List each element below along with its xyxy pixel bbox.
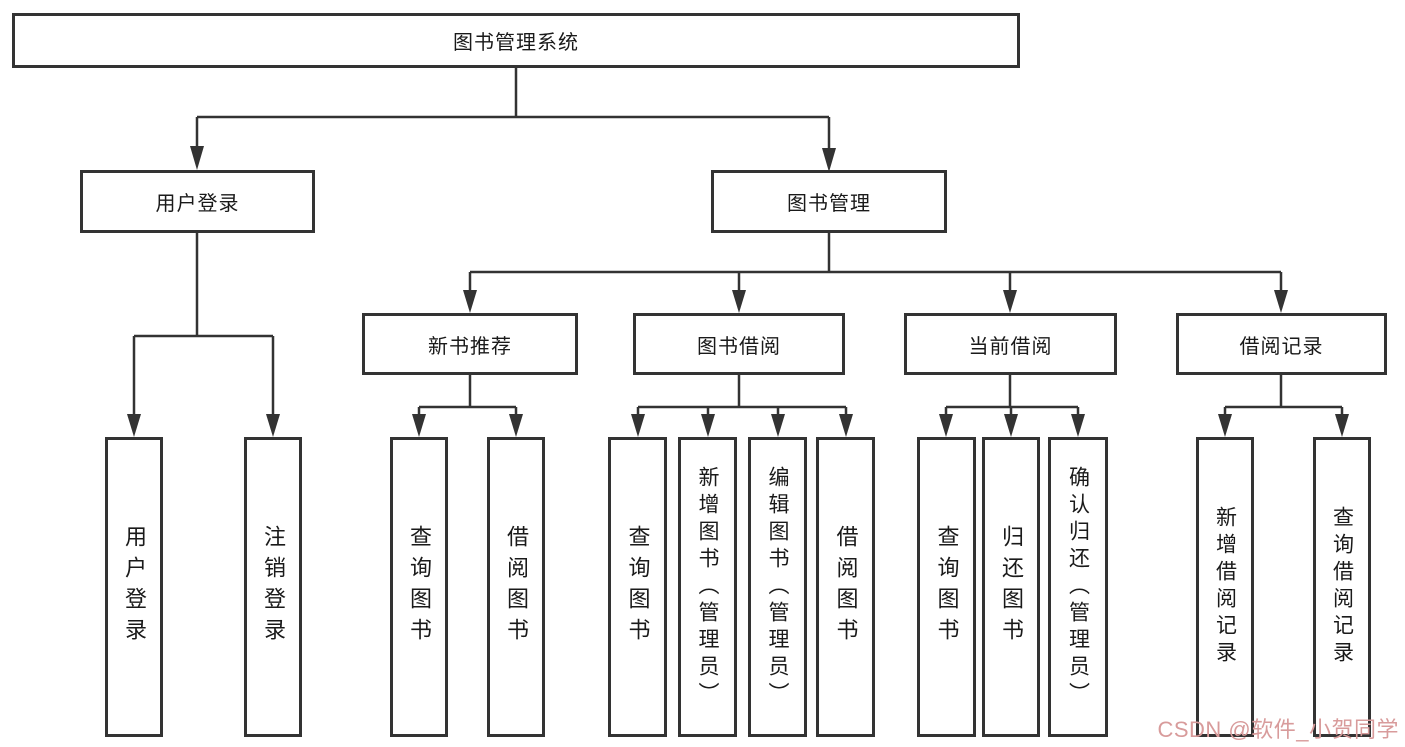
node-add-borrow-record: 新增借阅记录 bbox=[1196, 437, 1254, 737]
csdn-watermark: CSDN @软件_小贺同学 bbox=[1157, 717, 1399, 742]
node-label: 确认归还（管理员） bbox=[1066, 465, 1090, 709]
node-book-management-module: 图书管理 bbox=[711, 170, 947, 233]
node-confirm-return-admin: 确认归还（管理员） bbox=[1048, 437, 1108, 737]
node-label: 注销登录 bbox=[261, 525, 286, 649]
node-label: 新增图书（管理员） bbox=[696, 465, 719, 709]
node-borrow-books-borrowing: 借阅图书 bbox=[816, 437, 875, 737]
node-label: 当前借阅 bbox=[968, 335, 1053, 358]
node-label: 新书推荐 bbox=[428, 335, 512, 358]
node-label: 新增借阅记录 bbox=[1213, 506, 1237, 668]
node-query-books-current: 查询图书 bbox=[917, 437, 976, 737]
node-label: 图书管理 bbox=[787, 193, 871, 215]
node-book-borrowing: 图书借阅 bbox=[633, 313, 845, 375]
node-user-login-action: 用户登录 bbox=[105, 437, 163, 737]
node-label: 图书借阅 bbox=[697, 335, 781, 358]
node-label: 用户登录 bbox=[155, 193, 240, 215]
node-add-books-admin: 新增图书（管理员） bbox=[678, 437, 737, 737]
node-logout-action: 注销登录 bbox=[244, 437, 302, 737]
node-root-system: 图书管理系统 bbox=[12, 13, 1020, 68]
node-label: 查询借阅记录 bbox=[1330, 506, 1354, 668]
node-query-books-borrowing: 查询图书 bbox=[608, 437, 667, 737]
node-user-login-module: 用户登录 bbox=[80, 170, 315, 233]
node-label: 借阅图书 bbox=[504, 525, 529, 649]
node-new-book-recommend: 新书推荐 bbox=[362, 313, 578, 375]
node-label: 借阅图书 bbox=[833, 525, 859, 649]
node-label: 用户登录 bbox=[122, 525, 147, 649]
node-root-label: 图书管理系统 bbox=[453, 32, 579, 54]
node-borrowing-records: 借阅记录 bbox=[1176, 313, 1387, 375]
node-return-books: 归还图书 bbox=[982, 437, 1040, 737]
node-label: 归还图书 bbox=[999, 525, 1024, 649]
node-label: 编辑图书（管理员） bbox=[766, 465, 789, 709]
node-query-borrow-record: 查询借阅记录 bbox=[1313, 437, 1371, 737]
node-current-borrowing: 当前借阅 bbox=[904, 313, 1117, 375]
node-borrow-books-newbook: 借阅图书 bbox=[487, 437, 545, 737]
node-query-books-newbook: 查询图书 bbox=[390, 437, 448, 737]
node-edit-books-admin: 编辑图书（管理员） bbox=[748, 437, 807, 737]
node-label: 查询图书 bbox=[625, 525, 651, 649]
node-label: 借阅记录 bbox=[1239, 335, 1324, 358]
node-label: 查询图书 bbox=[407, 525, 432, 649]
node-label: 查询图书 bbox=[934, 525, 960, 649]
